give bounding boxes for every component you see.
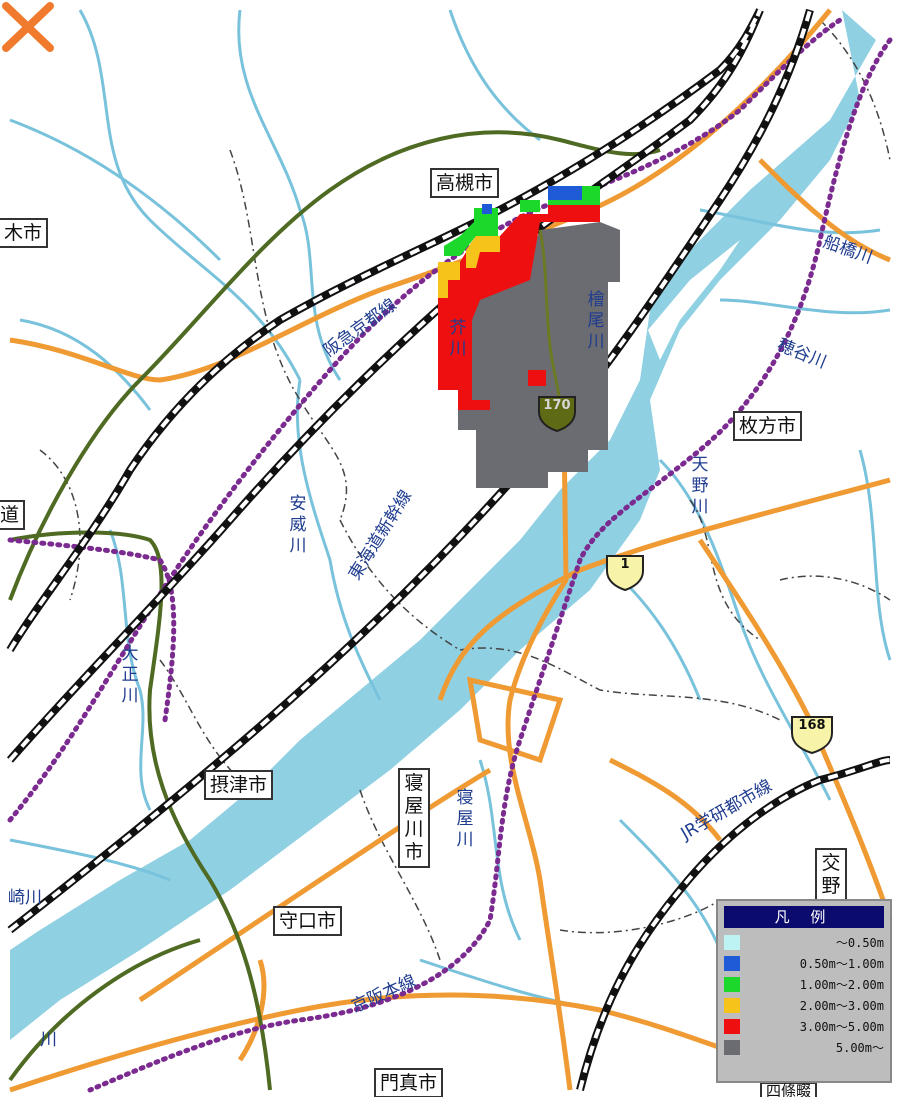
city-label-hirakata: 枚方市 [733,411,803,441]
expressways [8,130,661,1091]
road-label-partial: 道 [0,500,26,530]
expressway-routes [7,17,893,1093]
cross-mark-icon [2,2,54,52]
legend-swatch [724,1019,740,1034]
route-shield-170: 170 [536,394,578,432]
flood-depth-legend: 凡 例 ～0.50m 0.50m～1.00m 1.00m～2.00m 2.00m～3.… [716,899,892,1083]
city-label-moriguchi: 守口市 [273,906,343,936]
legend-label: 3.00m～5.00m [799,1020,884,1034]
legend-rows: ～0.50m 0.50m～1.00m 1.00m～2.00m 2.00m～3.00m 3… [718,932,890,1058]
river-label-ai: 安威川 [289,494,307,556]
legend-item: 5.00m～ [724,1037,884,1058]
river-island [648,240,740,360]
city-label-ibaraki: 木市 [0,218,49,248]
legend-item: ～0.50m [724,932,884,953]
city-label-kadoma: 門真市 [374,1068,444,1097]
river-label-osho: 大正川 [121,644,139,706]
legend-label: 2.00m～3.00m [799,999,884,1013]
legend-label: ～0.50m [835,936,884,950]
legend-item: 1.00m～2.00m [724,974,884,995]
legend-item: 3.00m～5.00m [724,1016,884,1037]
river-label-akuta: 芥川 [449,318,467,359]
legend-swatch [724,935,740,950]
city-label-shijonawate: 四條畷 [760,1082,818,1097]
river-label-kawa: 川 [40,1030,57,1050]
river-label-neya: 寝屋川 [456,788,474,850]
minor-rivers [9,9,892,1012]
legend-item: 2.00m～3.00m [724,995,884,1016]
legend-swatch [724,1040,740,1055]
city-boundaries [39,19,891,961]
flood-depth-overlay [438,186,620,488]
city-label-neyagawa: 寝屋川市 [398,768,430,868]
route-shield-1: 1 [604,553,646,591]
legend-label: 1.00m～2.00m [799,978,884,992]
legend-label: 5.00m～ [835,1041,884,1055]
river-label-ki: 崎川 [8,888,42,908]
river-label-amano: 天野川 [691,455,709,517]
legend-swatch [724,956,740,971]
legend-title: 凡 例 [724,906,884,928]
city-label-takatsuki: 高槻市 [430,168,500,198]
legend-swatch [724,977,740,992]
legend-item: 0.50m～1.00m [724,953,884,974]
yodo-river [10,10,876,1040]
legend-label: 0.50m～1.00m [799,957,884,971]
route-shield-168: 168 [789,714,835,754]
city-label-settsu: 摂津市 [204,770,274,800]
river-label-hiyoshi: 檜尾川 [587,290,605,352]
legend-swatch [724,998,740,1013]
city-label-katano: 交野 [815,848,847,902]
